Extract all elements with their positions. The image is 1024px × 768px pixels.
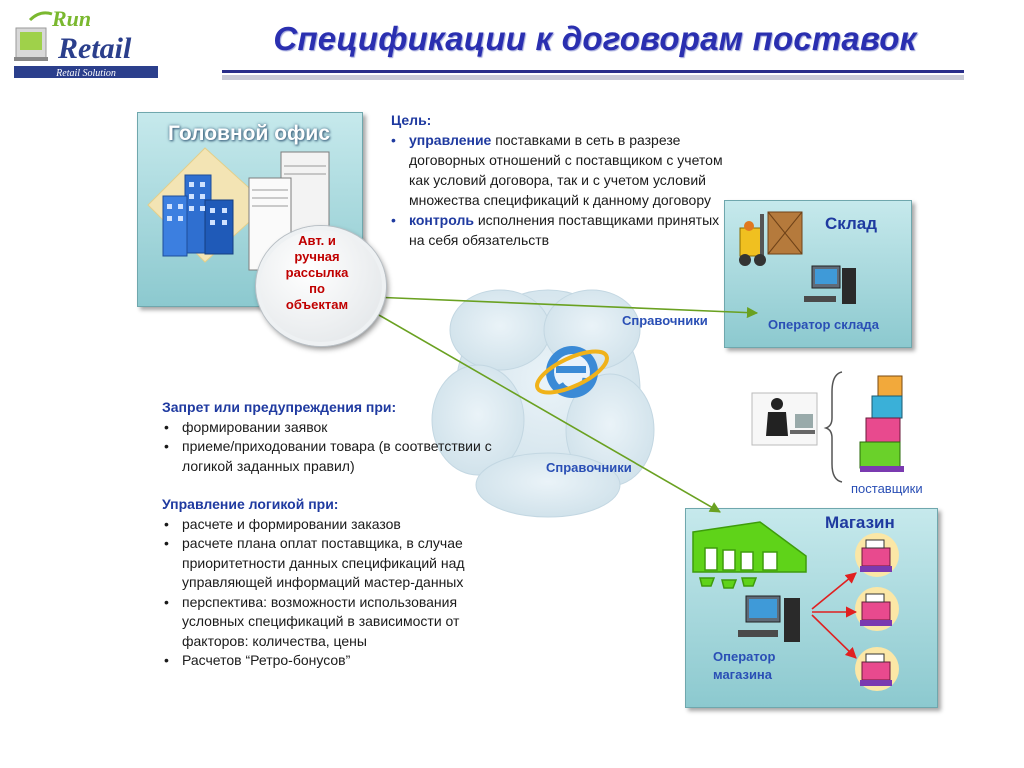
arrow-to-register-3 <box>811 614 857 659</box>
badge-line: Авт. и <box>298 233 336 248</box>
goal-heading: Цель: <box>391 112 432 128</box>
references-label-store: Справочники <box>546 460 632 475</box>
warehouse-computer-icon <box>804 265 856 304</box>
badge-line: рассылка <box>285 265 349 280</box>
warehouse-operator-label: Оператор склада <box>768 317 879 332</box>
suppliers-bracket <box>823 371 843 483</box>
rules-block: Запрет или предупреждения при: формирова… <box>162 398 502 690</box>
restrictions-list: формировании заявок приеме/приходовании … <box>162 418 502 477</box>
logo-retail-text: Retail <box>57 32 132 65</box>
warehouse-title: Склад <box>825 214 878 233</box>
list-item: Расчетов “Ретро-бонусов” <box>162 651 502 671</box>
badge-line: объектам <box>285 297 349 312</box>
distribution-badge-text: Авт. и ручная рассылка по объектам <box>262 233 372 313</box>
title-underline <box>222 70 964 73</box>
goal-item: управление поставками в сеть в разрезе д… <box>391 130 731 210</box>
goal-keyword: контроль <box>409 212 474 228</box>
operator-at-computer-icon <box>751 392 818 446</box>
supermarket-icon <box>692 521 807 589</box>
logic-list: расчете и формировании заказов расчете п… <box>162 515 502 671</box>
store-operator-line: Оператор <box>713 649 776 664</box>
store-operator-line: магазина <box>713 667 773 682</box>
logic-heading: Управление логикой при: <box>162 496 339 512</box>
goal-text: исполнения поставщиками принятых на себя… <box>409 212 720 248</box>
list-item: приеме/приходовании товара (в соответств… <box>162 437 502 476</box>
list-item: расчете и формировании заказов <box>162 515 502 535</box>
arrow-to-register-1 <box>811 572 857 610</box>
arrow-to-store <box>371 310 721 513</box>
suppliers-label: поставщики <box>851 481 923 496</box>
head-office-title: Головной офис <box>167 122 330 145</box>
store-operator-label: Оператор магазина <box>713 648 775 684</box>
suppliers-boxes-icon <box>859 375 904 472</box>
goal-keyword: управление <box>409 132 492 148</box>
store-title: Магазин <box>825 513 895 532</box>
logo-run-text: Run <box>51 6 91 31</box>
goal-block: Цель: управление поставками в сеть в раз… <box>391 110 731 250</box>
page-title: Спецификации к договорам поставок <box>273 20 917 57</box>
distribution-badge <box>256 226 386 346</box>
cash-register-icon <box>855 587 899 631</box>
badge-line: по <box>309 281 325 296</box>
list-item: формировании заявок <box>162 418 502 438</box>
title-underline-shadow <box>222 75 964 80</box>
goal-list: управление поставками в сеть в разрезе д… <box>391 130 731 250</box>
goal-item: контроль исполнения поставщиками приняты… <box>391 210 731 250</box>
list-item: расчете плана оплат поставщика, в случае… <box>162 534 502 593</box>
references-label-warehouse: Справочники <box>622 313 708 328</box>
arrow-to-warehouse <box>371 296 759 319</box>
cash-register-icon <box>855 533 899 577</box>
store-computer-icon <box>738 595 800 642</box>
forklift-icon <box>739 211 803 266</box>
list-item: перспектива: возможности использования у… <box>162 593 502 652</box>
goal-text: поставками в сеть в разрезе договорных о… <box>409 132 723 208</box>
runretail-logo: Run Retail Retail Solution <box>14 6 158 79</box>
badge-line: ручная <box>294 249 340 264</box>
restrictions-heading: Запрет или предупреждения при: <box>162 399 397 415</box>
internet-explorer-icon <box>535 346 609 398</box>
cash-register-icon <box>855 647 899 691</box>
logo-tagline: Retail Solution <box>55 68 116 79</box>
